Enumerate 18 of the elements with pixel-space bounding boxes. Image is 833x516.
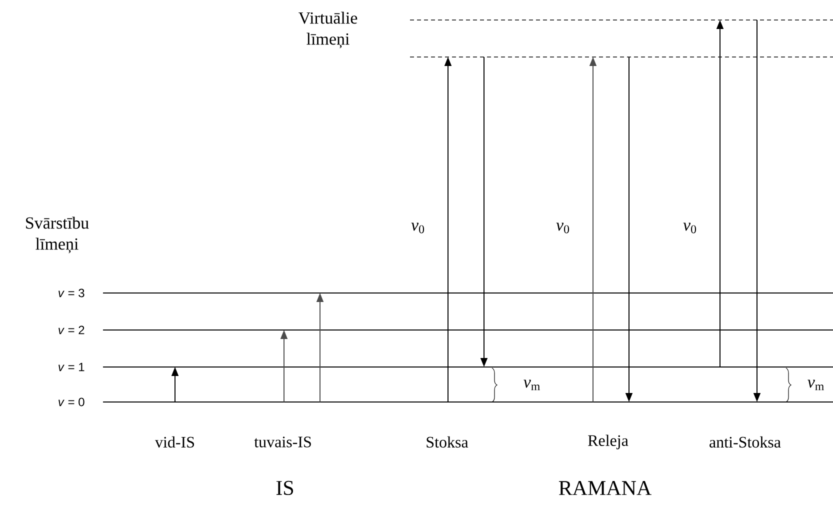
frequency-label: v$_{m}$	[524, 380, 540, 390]
frequency-label: v$_{0}$	[683, 222, 696, 234]
transition-label: anti-Stoksa	[710, 436, 781, 448]
level-label: v = 3	[58, 288, 84, 298]
transition-label: vid-IS	[155, 436, 194, 448]
frequency-label: v$_{0}$	[556, 222, 570, 234]
level-group-label: Svārstību līmeņi	[26, 216, 89, 254]
level-label: v = 0	[58, 398, 84, 406]
frequency-label: v$_{0}$	[411, 222, 424, 234]
section-label: IS	[276, 480, 294, 496]
level-label: v = 1	[58, 362, 84, 372]
transition-label: Releja	[588, 434, 628, 450]
frequency-label: v$_{m}$	[808, 380, 824, 390]
section-label: RAMANA	[558, 481, 652, 495]
transition-label: Stoksa	[426, 436, 468, 448]
level-label: v = 2	[58, 326, 84, 334]
level-group-label: Virtuālie līmeņi	[298, 12, 358, 48]
transition-label: tuvais-IS	[254, 436, 311, 448]
